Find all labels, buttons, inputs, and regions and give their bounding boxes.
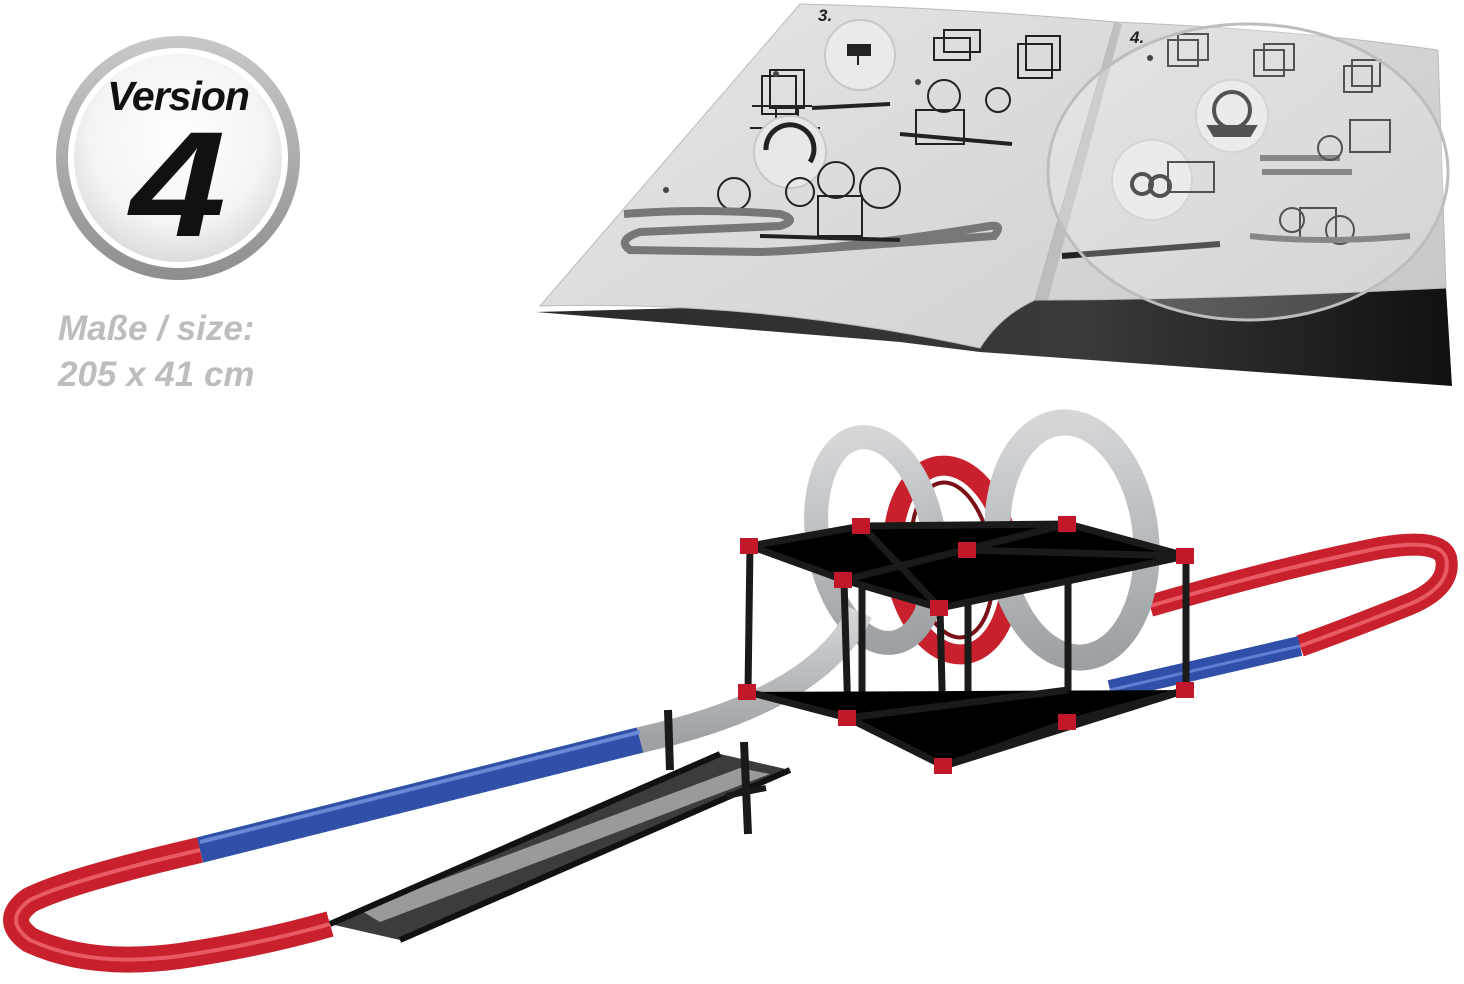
- magnifier-highlight: [1046, 22, 1450, 322]
- version-word: Version: [107, 73, 250, 119]
- launcher-post-right: [740, 741, 752, 835]
- instruction-booklet: [536, 3, 1452, 386]
- track-blue-front: [196, 727, 644, 863]
- right-page-illustrations: [1061, 33, 1411, 259]
- launcher-post-left: [664, 709, 674, 771]
- size-label-title: Maße / size:: [58, 309, 255, 348]
- size-label-value: 205 x 41 cm: [58, 355, 255, 394]
- track-red-left-curve: [3, 837, 334, 973]
- version-badge-label: Version 4: [54, 73, 302, 260]
- tower-sketch: [750, 69, 891, 138]
- booklet-page-number-right: 4.: [1130, 28, 1145, 47]
- booklet-left-page: [538, 3, 1116, 349]
- race-track-set: [3, 409, 1458, 973]
- frame-connectors: [738, 516, 1194, 774]
- loop-sketch: [899, 79, 1013, 146]
- version-number: 4: [130, 100, 226, 268]
- version-badge: [56, 36, 300, 280]
- size-label: Maße / size: 205 x 41 cm: [58, 306, 255, 398]
- booklet-page-number-left: 3.: [818, 6, 833, 25]
- left-page-illustrations: [620, 19, 1061, 257]
- full-track-sketch: [620, 161, 1003, 257]
